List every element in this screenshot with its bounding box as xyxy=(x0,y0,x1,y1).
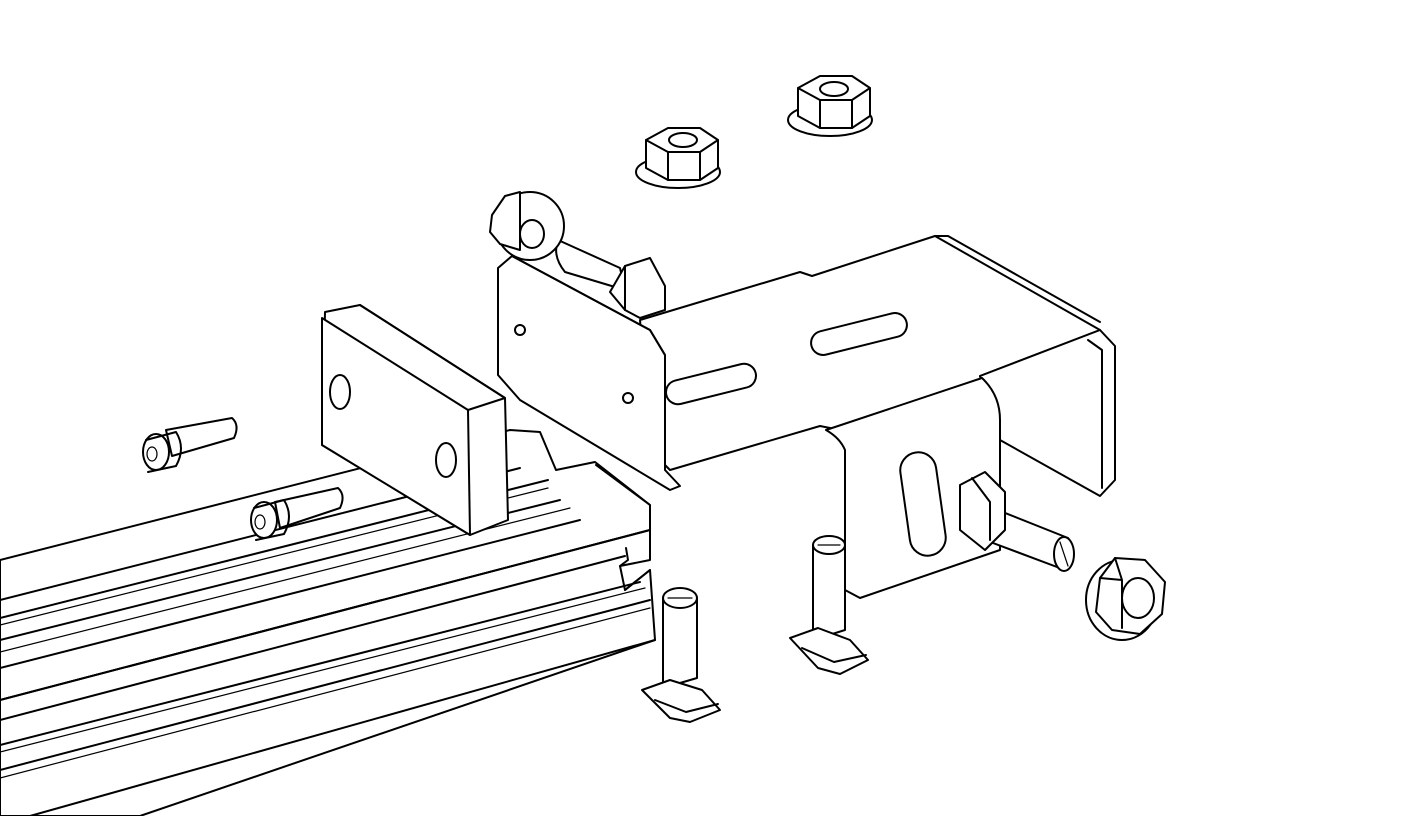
t-slot-bolt xyxy=(959,471,1075,572)
t-slot-bolt xyxy=(789,535,869,675)
flange-nut xyxy=(787,75,873,137)
spacer-block xyxy=(321,304,509,536)
socket-head-cap-screw xyxy=(142,417,238,473)
plate-hole-right xyxy=(622,392,634,404)
spacer-hole-right xyxy=(435,442,457,478)
spacer-hole-left xyxy=(329,374,351,410)
flange-nut xyxy=(1085,557,1166,641)
aluminium-extrusion-rail xyxy=(0,429,656,816)
socket-head-cap-screw xyxy=(250,487,344,541)
mounting-bracket xyxy=(497,235,1116,599)
washer xyxy=(489,191,565,261)
t-slot-bolt xyxy=(641,587,721,723)
bracket-slot-vertical xyxy=(899,451,947,557)
plate-hole-left xyxy=(514,324,526,336)
bracket-slot-top xyxy=(810,312,908,356)
t-slot-bolt xyxy=(555,239,666,319)
flange-nut xyxy=(635,127,721,189)
bracket-slot-side xyxy=(665,362,757,406)
